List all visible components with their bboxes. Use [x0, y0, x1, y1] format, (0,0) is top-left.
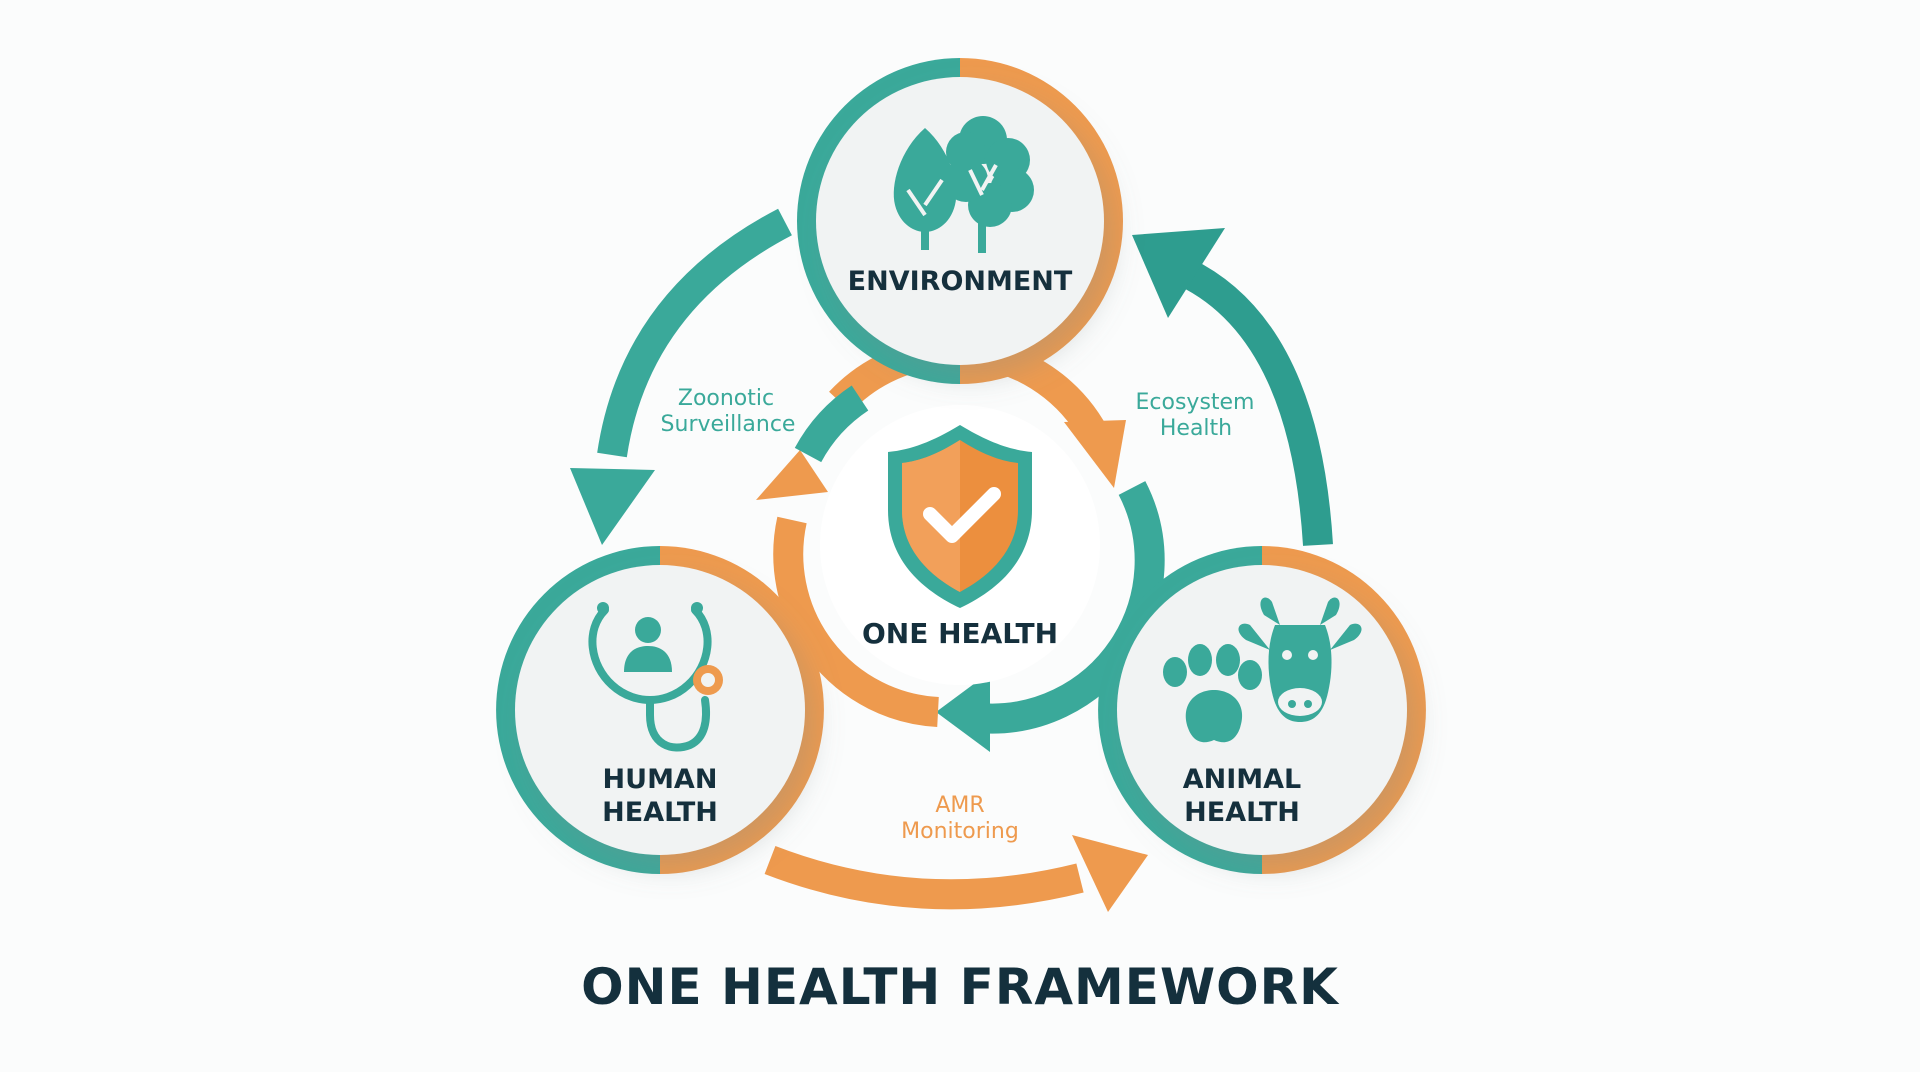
environment-node: ENVIRONMENT: [797, 58, 1123, 384]
ecosystem-health-label: Ecosystem Health: [1136, 390, 1255, 441]
zoonotic-surveillance-arrow: [570, 208, 792, 545]
zoonotic-surveillance-label: Zoonotic Surveillance: [661, 386, 796, 437]
human-health-node: HUMAN HEALTH: [496, 546, 824, 874]
framework-title: ONE HEALTH FRAMEWORK: [581, 958, 1339, 1016]
shield-check-icon: [888, 425, 1032, 608]
human-health-label-line2: HEALTH: [602, 797, 718, 828]
animal-health-label-line1: ANIMAL: [1183, 764, 1302, 795]
zoonotic-label-line2: Surveillance: [661, 412, 796, 437]
ecosystem-health-arrow: [1132, 228, 1333, 546]
animal-health-node: ANIMAL HEALTH: [1098, 546, 1426, 874]
environment-label: ENVIRONMENT: [848, 266, 1073, 297]
amr-monitoring-arrow: [764, 835, 1148, 912]
human-health-label-line1: HUMAN: [603, 764, 718, 795]
amr-monitoring-label: AMR Monitoring: [901, 793, 1019, 844]
paw-and-cow-icon: [1163, 597, 1362, 743]
trees-icon: [893, 116, 1034, 253]
center-node: ONE HEALTH: [862, 425, 1058, 650]
ecosystem-label-line1: Ecosystem: [1136, 390, 1255, 415]
amr-label-line2: Monitoring: [901, 819, 1019, 844]
zoonotic-label-line1: Zoonotic: [678, 386, 774, 411]
amr-label-line1: AMR: [935, 793, 984, 818]
stethoscope-person-icon: [588, 602, 723, 752]
animal-health-label-line2: HEALTH: [1184, 797, 1300, 828]
ecosystem-label-line2: Health: [1160, 416, 1232, 441]
center-label: ONE HEALTH: [862, 617, 1058, 650]
